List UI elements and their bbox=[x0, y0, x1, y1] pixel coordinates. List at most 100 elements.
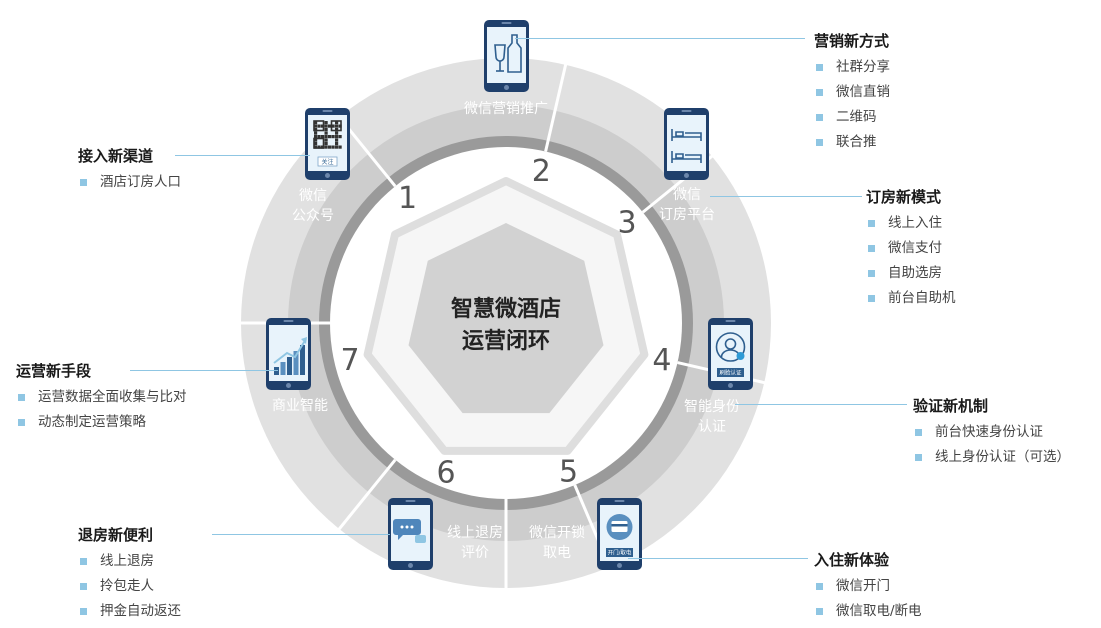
chat-bubble-icon bbox=[393, 519, 421, 540]
segment-number-3: 3 bbox=[617, 205, 636, 240]
qr-cell bbox=[331, 145, 335, 149]
segment-label-5: 微信开锁 bbox=[529, 525, 585, 541]
list-item: 线上身份认证（可选） bbox=[913, 445, 1070, 470]
phone-booking-icon bbox=[664, 108, 709, 180]
qr-cell bbox=[314, 145, 318, 149]
unlock-button bbox=[606, 548, 633, 557]
qr-cell bbox=[314, 121, 318, 125]
qr-cell bbox=[335, 128, 339, 132]
segment-label-6: 线上退房 bbox=[447, 525, 503, 541]
segment-label-5: 取电 bbox=[543, 545, 571, 561]
qr-cell bbox=[324, 142, 328, 146]
bullet-icon bbox=[868, 220, 875, 227]
list-item: 微信直销 bbox=[814, 80, 890, 105]
qr-cell bbox=[328, 124, 332, 128]
list-item: 二维码 bbox=[814, 105, 890, 130]
bullet-icon bbox=[816, 114, 823, 121]
leader-line-booking bbox=[710, 196, 862, 197]
phone-home-button bbox=[728, 383, 733, 388]
qr-cell bbox=[335, 142, 339, 146]
phone-speaker bbox=[283, 320, 294, 322]
face-head bbox=[724, 338, 737, 350]
segment-label-3: 微信 bbox=[673, 187, 701, 203]
panel-list-booking: 线上入住微信支付自助选房前台自助机 bbox=[866, 211, 956, 311]
segment-number-2: 2 bbox=[532, 154, 551, 189]
list-item-text: 押金自动返还 bbox=[100, 603, 181, 619]
phone-qr-icon: 关注 bbox=[305, 108, 350, 180]
verify-button-label: 刷脸认证 bbox=[719, 369, 742, 377]
bullet-icon bbox=[868, 270, 875, 277]
phone-speaker bbox=[614, 500, 625, 502]
chat-dot bbox=[405, 525, 409, 529]
list-item-text: 线上退房 bbox=[100, 553, 154, 569]
segment-label-2: 微信营销推广 bbox=[464, 101, 548, 117]
panel-title-verify: 验证新机制 bbox=[913, 397, 989, 415]
bar bbox=[300, 345, 305, 375]
bullet-icon bbox=[816, 139, 823, 146]
chat-reply-icon bbox=[415, 535, 426, 543]
phone-screen bbox=[667, 115, 706, 171]
phone-bi-icon bbox=[266, 318, 311, 390]
qr-cell bbox=[317, 145, 321, 149]
qr-finder bbox=[313, 137, 325, 149]
segment-label-7: 商业智能 bbox=[272, 398, 328, 414]
panel-checkin: 入住新体验 微信开门微信取电/断电 bbox=[814, 549, 922, 624]
trend-arrow bbox=[301, 337, 307, 344]
verify-button bbox=[717, 368, 744, 377]
bullet-icon bbox=[80, 583, 87, 590]
bar bbox=[274, 367, 279, 375]
phone-home-button bbox=[684, 173, 689, 178]
qr-cell bbox=[335, 124, 339, 128]
bottle-icon bbox=[507, 34, 522, 73]
segment-label-3: 订房平台 bbox=[659, 207, 715, 223]
list-item-text: 酒店订房人口 bbox=[100, 174, 181, 190]
segment-number-1: 1 bbox=[398, 181, 417, 216]
segment-divider bbox=[336, 458, 397, 533]
bullet-icon bbox=[868, 295, 875, 302]
bed-icon bbox=[671, 129, 702, 163]
list-item: 前台快速身份认证 bbox=[913, 420, 1070, 445]
list-item-text: 线上入住 bbox=[888, 215, 942, 231]
qr-cell bbox=[314, 131, 318, 135]
phone-marketing-icon bbox=[484, 20, 529, 92]
bar bbox=[287, 357, 292, 375]
bullet-icon bbox=[816, 608, 823, 615]
qr-cell bbox=[331, 135, 335, 139]
chat-dot bbox=[400, 525, 404, 529]
panel-checkout: 退房新便利 线上退房拎包走人押金自动返还 bbox=[78, 524, 181, 624]
qr-cell bbox=[324, 145, 328, 149]
segment-number-5: 5 bbox=[559, 454, 578, 489]
bullet-icon bbox=[868, 245, 875, 252]
panel-marketing: 营销新方式 社群分享微信直销二维码联合推 bbox=[814, 30, 890, 155]
bullet-icon bbox=[816, 583, 823, 590]
list-item: 社群分享 bbox=[814, 55, 890, 80]
qr-cell bbox=[324, 135, 328, 139]
list-item-text: 动态制定运营策略 bbox=[38, 414, 146, 430]
qr-code-icon bbox=[313, 120, 342, 149]
list-item: 酒店订房人口 bbox=[78, 170, 181, 195]
qr-cell bbox=[314, 135, 318, 139]
bullet-icon bbox=[80, 558, 87, 565]
qr-cell bbox=[328, 135, 332, 139]
segment-label-4: 认证 bbox=[698, 419, 726, 435]
list-item-text: 线上身份认证（可选） bbox=[935, 449, 1070, 465]
chat-dot bbox=[410, 525, 414, 529]
leader-line-channel bbox=[175, 155, 310, 156]
segment-label-4: 智能身份 bbox=[684, 399, 740, 415]
list-item: 自助选房 bbox=[866, 261, 956, 286]
panel-channel: 接入新渠道 酒店订房人口 bbox=[78, 145, 181, 195]
list-item: 线上入住 bbox=[866, 211, 956, 236]
list-item-text: 联合推 bbox=[836, 134, 877, 150]
list-item-text: 微信直销 bbox=[836, 84, 890, 100]
bar bbox=[293, 351, 299, 375]
segment-number-6: 6 bbox=[437, 455, 456, 490]
panel-title-operations: 运营新手段 bbox=[16, 362, 92, 380]
qr-finder bbox=[330, 120, 342, 132]
qr-cell bbox=[317, 124, 321, 128]
phone-home-button bbox=[504, 85, 509, 90]
qr-cell bbox=[314, 128, 318, 132]
qr-cell bbox=[335, 135, 339, 139]
list-item-text: 微信开门 bbox=[836, 578, 890, 594]
list-item: 微信取电/断电 bbox=[814, 599, 922, 624]
panel-list-verify: 前台快速身份认证线上身份认证（可选） bbox=[913, 420, 1070, 470]
